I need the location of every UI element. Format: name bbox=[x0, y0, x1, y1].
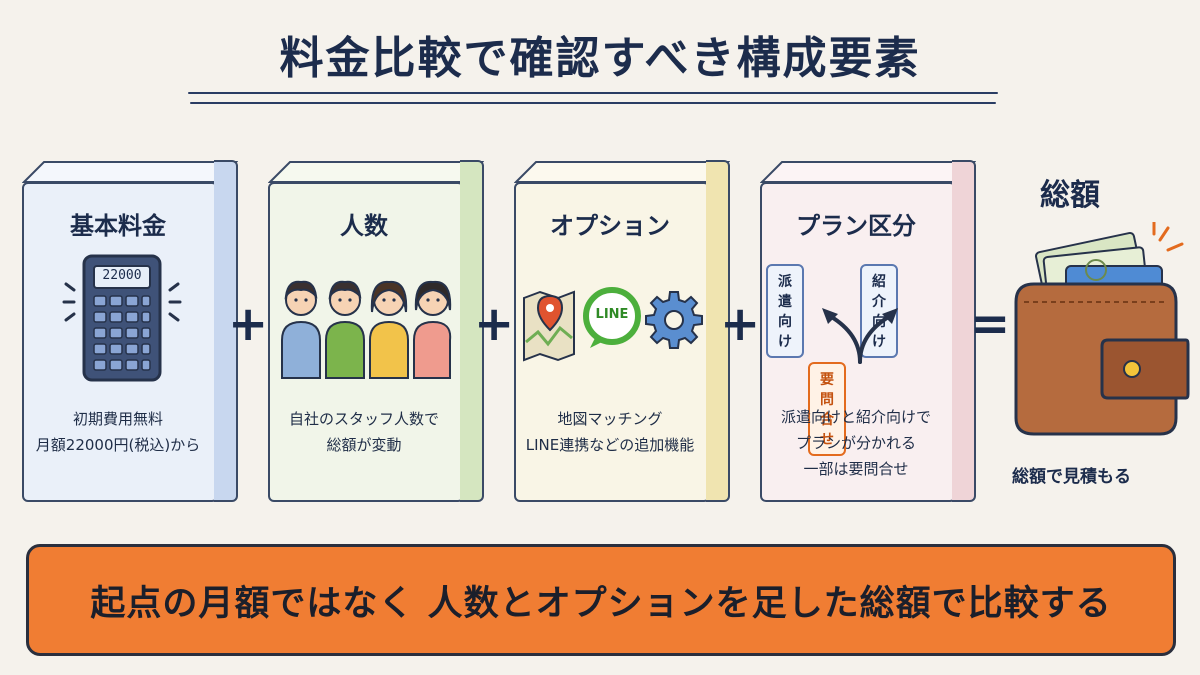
calculator-display: 22000 bbox=[102, 268, 142, 283]
plus-operator: + bbox=[720, 296, 761, 352]
title-underline-2 bbox=[190, 102, 996, 104]
desc-line: 自社のスタッフ人数で bbox=[288, 410, 439, 428]
card-side bbox=[952, 160, 976, 502]
card-side bbox=[706, 160, 730, 502]
card-description: 初期費用無料 月額22000円(税込)から bbox=[22, 406, 214, 458]
tag-dispatch: 派遣向け bbox=[766, 264, 804, 358]
page-title: 料金比較で確認すべき構成要素 bbox=[279, 33, 921, 84]
wallet-icon bbox=[1010, 220, 1190, 446]
title-underline bbox=[188, 92, 998, 94]
line-icon-text: LINE bbox=[595, 307, 629, 322]
desc-line: 月額22000円(税込)から bbox=[35, 436, 201, 454]
desc-line: 派遣向けと紹介向けで bbox=[780, 408, 931, 426]
people-icon bbox=[280, 270, 452, 384]
card-top-face bbox=[268, 160, 484, 183]
desc-line: プランが分かれる bbox=[795, 434, 916, 452]
gear-icon bbox=[644, 290, 704, 354]
card-side bbox=[460, 160, 484, 502]
card-top-face bbox=[514, 160, 730, 183]
card-description: 地図マッチング LINE連携などの追加機能 bbox=[514, 406, 706, 458]
desc-line: 一部は要問合せ bbox=[803, 460, 909, 478]
calculator-icon: 22000 bbox=[62, 254, 182, 384]
desc-line: 地図マッチング bbox=[557, 410, 663, 428]
total-label: 総額 bbox=[1040, 178, 1100, 213]
plus-operator: + bbox=[474, 296, 515, 352]
map-icon bbox=[520, 284, 580, 368]
card-heading: 人数 bbox=[340, 212, 388, 240]
card-heading: 基本料金 bbox=[70, 212, 166, 240]
desc-line: 総額が変動 bbox=[326, 436, 402, 454]
equals-operator: = bbox=[970, 296, 1011, 352]
card-top-face bbox=[22, 160, 238, 183]
branch-arrows-icon bbox=[800, 300, 920, 368]
desc-line: 初期費用無料 bbox=[72, 410, 163, 428]
card-top-face bbox=[760, 160, 976, 183]
plus-operator: + bbox=[228, 296, 269, 352]
card-heading: プラン区分 bbox=[796, 212, 916, 240]
total-description: 総額で見積もる bbox=[1012, 467, 1131, 487]
line-icon: LINE bbox=[582, 286, 642, 354]
card-description: 派遣向けと紹介向けで プランが分かれる 一部は要問合せ bbox=[760, 404, 952, 482]
tag-inquiry: 要問合せ bbox=[808, 362, 846, 456]
card-heading: オプション bbox=[550, 212, 670, 240]
desc-line: LINE連携などの追加機能 bbox=[525, 436, 695, 454]
card-description: 自社のスタッフ人数で 総額が変動 bbox=[268, 406, 460, 458]
summary-banner: 起点の月額ではなく 人数とオプションを足した総額で比較する bbox=[26, 544, 1176, 656]
card-side bbox=[214, 160, 238, 502]
